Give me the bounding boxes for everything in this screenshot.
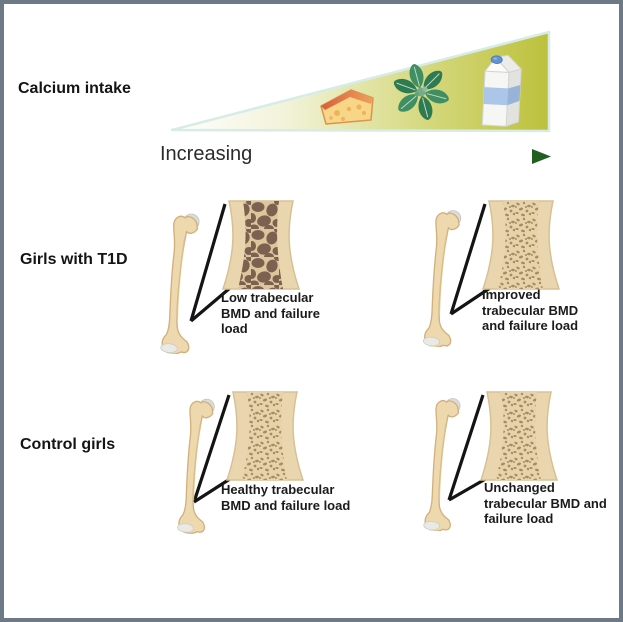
femur-bone-illustration	[422, 208, 463, 349]
callout-line	[448, 475, 490, 502]
caption-line: trabecular BMD and	[484, 495, 607, 511]
caption-t1d-improved: Improved trabecular BMD and failure load	[482, 287, 578, 334]
caption-line: trabecular BMD	[482, 302, 579, 318]
callout-line	[447, 394, 485, 501]
trabecular-inset-improved	[482, 200, 560, 290]
panel-control-healthy-graphic	[176, 391, 304, 536]
panel-control-unchanged-graphic	[422, 391, 558, 533]
caption-t1d-low: Low trabecular BMD and failure load	[221, 290, 320, 337]
row-label-control-girls: Control girls	[20, 436, 116, 453]
callout-line	[192, 394, 231, 503]
cheese-icon	[320, 89, 374, 125]
caption-line: Unchanged	[484, 480, 555, 495]
trabecular-inset-healthy	[226, 391, 304, 481]
callout-line	[449, 203, 487, 315]
trabecular-inset-unchanged	[480, 391, 558, 481]
increasing-wedge-shape	[170, 30, 551, 133]
calcium-wedge-graphic	[170, 30, 551, 133]
caption-line: failure load	[484, 511, 554, 526]
panel-t1d-low-graphic	[159, 200, 300, 356]
femur-bone-illustration	[422, 396, 463, 533]
caption-control-unchanged: Unchanged trabecular BMD and failure loa…	[484, 480, 607, 527]
caption-line: Improved	[482, 287, 541, 302]
femur-bone-illustration	[159, 211, 202, 356]
increasing-label: Increasing	[160, 143, 253, 165]
trabecular-inset-low	[222, 200, 300, 290]
caption-line: and failure load	[482, 318, 579, 333]
caption-line: BMD and failure load	[221, 497, 351, 513]
callout-line	[450, 286, 491, 316]
caption-line: Low trabecular	[221, 290, 314, 305]
increasing-arrow-icon	[286, 149, 551, 164]
row-label-girls-t1d: Girls with T1D	[20, 251, 128, 268]
caption-control-healthy: Healthy trabecular BMD and failure load	[221, 482, 350, 513]
caption-line: load	[221, 321, 248, 336]
femur-bone-illustration	[176, 396, 217, 536]
panel-t1d-improved-graphic	[422, 200, 560, 349]
callout-line	[189, 286, 232, 323]
callout-line	[193, 475, 234, 504]
calcium-intake-label: Calcium intake	[18, 80, 131, 97]
leafy-greens-icon	[393, 64, 449, 120]
milk-carton-icon	[481, 54, 523, 127]
caption-line: Healthy trabecular	[221, 482, 335, 497]
callout-line	[189, 203, 227, 322]
caption-line: BMD and failure	[221, 305, 320, 321]
